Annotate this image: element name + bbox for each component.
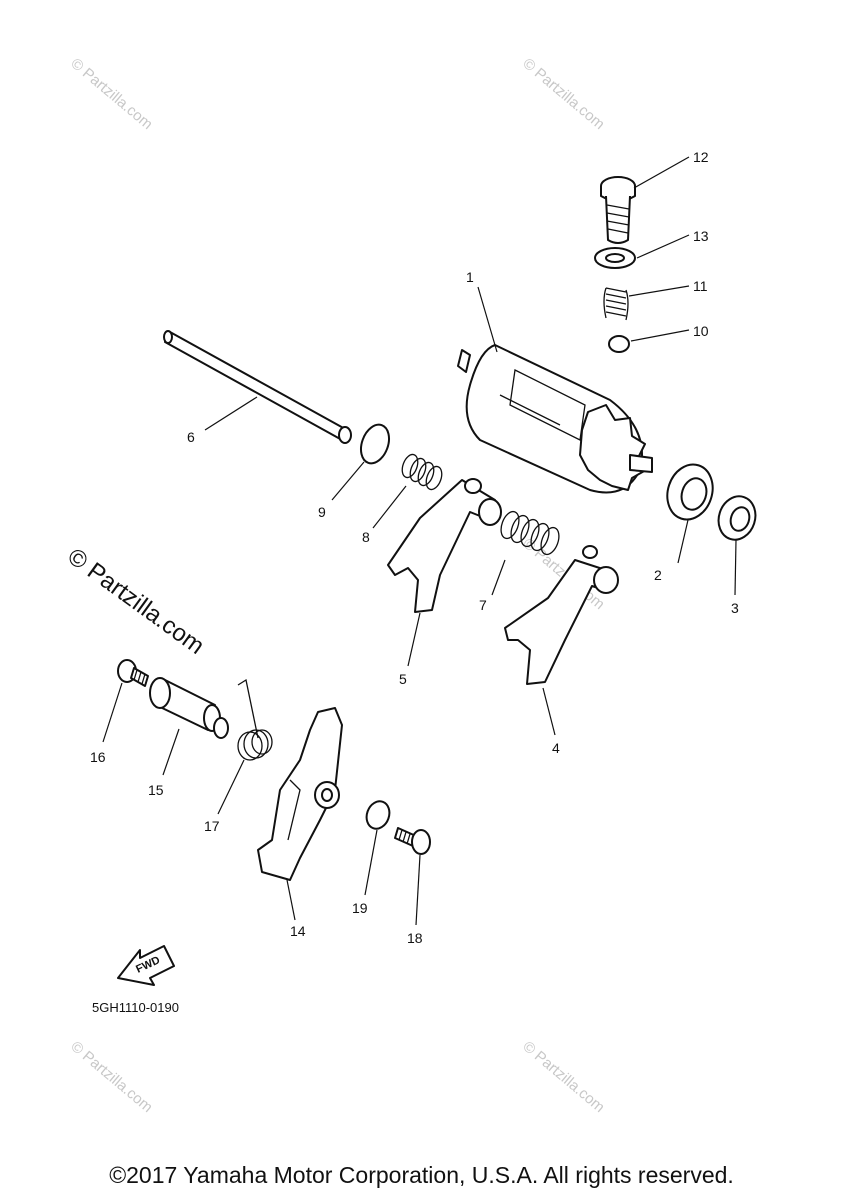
callout-19: 19 <box>352 900 368 916</box>
part-9-washer <box>359 423 391 465</box>
part-17-torsion-spring <box>237 678 273 761</box>
callout-11: 11 <box>693 278 708 294</box>
callout-2: 2 <box>654 567 662 583</box>
part-15-collar <box>149 677 229 739</box>
callout-14: 14 <box>290 923 306 939</box>
copyright-notice: ©2017 Yamaha Motor Corporation, U.S.A. A… <box>109 1162 734 1188</box>
part-14-shift-lever <box>257 707 343 881</box>
callout-15: 15 <box>148 782 164 798</box>
callout-3: 3 <box>731 600 739 616</box>
watermark: © Partzilla.com <box>519 55 607 133</box>
watermark: © Partzilla.com <box>67 1038 155 1116</box>
part-11-spring <box>603 287 629 321</box>
watermark: © Partzilla.com <box>67 55 155 133</box>
callout-16: 16 <box>90 749 106 765</box>
part-1-shift-drum <box>457 344 653 494</box>
part-19-washer <box>365 800 391 830</box>
part-8-spring <box>401 453 443 491</box>
part-7-spring <box>500 510 560 556</box>
diagram-code: 5GH1110-0190 <box>92 1000 179 1015</box>
callout-10: 10 <box>693 323 709 339</box>
part-2-bearing <box>666 463 714 521</box>
part-18-bolt <box>394 827 431 855</box>
callout-18: 18 <box>407 930 423 946</box>
part-16-bolt <box>117 659 149 687</box>
callout-17: 17 <box>204 818 220 834</box>
callout-7: 7 <box>479 597 487 613</box>
callout-1: 1 <box>466 269 474 285</box>
callout-4: 4 <box>552 740 560 756</box>
leader-lines <box>102 156 737 926</box>
callout-13: 13 <box>693 228 709 244</box>
part-5-shift-fork <box>387 478 502 613</box>
part-10-ball <box>608 335 630 353</box>
part-6-shift-shaft <box>163 330 352 444</box>
part-13-gasket <box>594 247 636 269</box>
callout-9: 9 <box>318 504 326 520</box>
callout-numbers: 1 2 3 4 5 6 7 8 9 10 11 12 13 14 15 16 1… <box>90 149 739 946</box>
callout-5: 5 <box>399 671 407 687</box>
callout-8: 8 <box>362 529 370 545</box>
callout-6: 6 <box>187 429 195 445</box>
part-3-oil-seal <box>717 495 757 541</box>
part-12-neutral-bolt <box>600 176 636 244</box>
watermark-bold: © Partzilla.com <box>62 543 209 660</box>
fwd-direction-arrow: FWD <box>117 945 175 986</box>
callout-12: 12 <box>693 149 709 165</box>
watermark: © Partzilla.com <box>519 1038 607 1116</box>
part-4-shift-fork <box>504 545 619 685</box>
